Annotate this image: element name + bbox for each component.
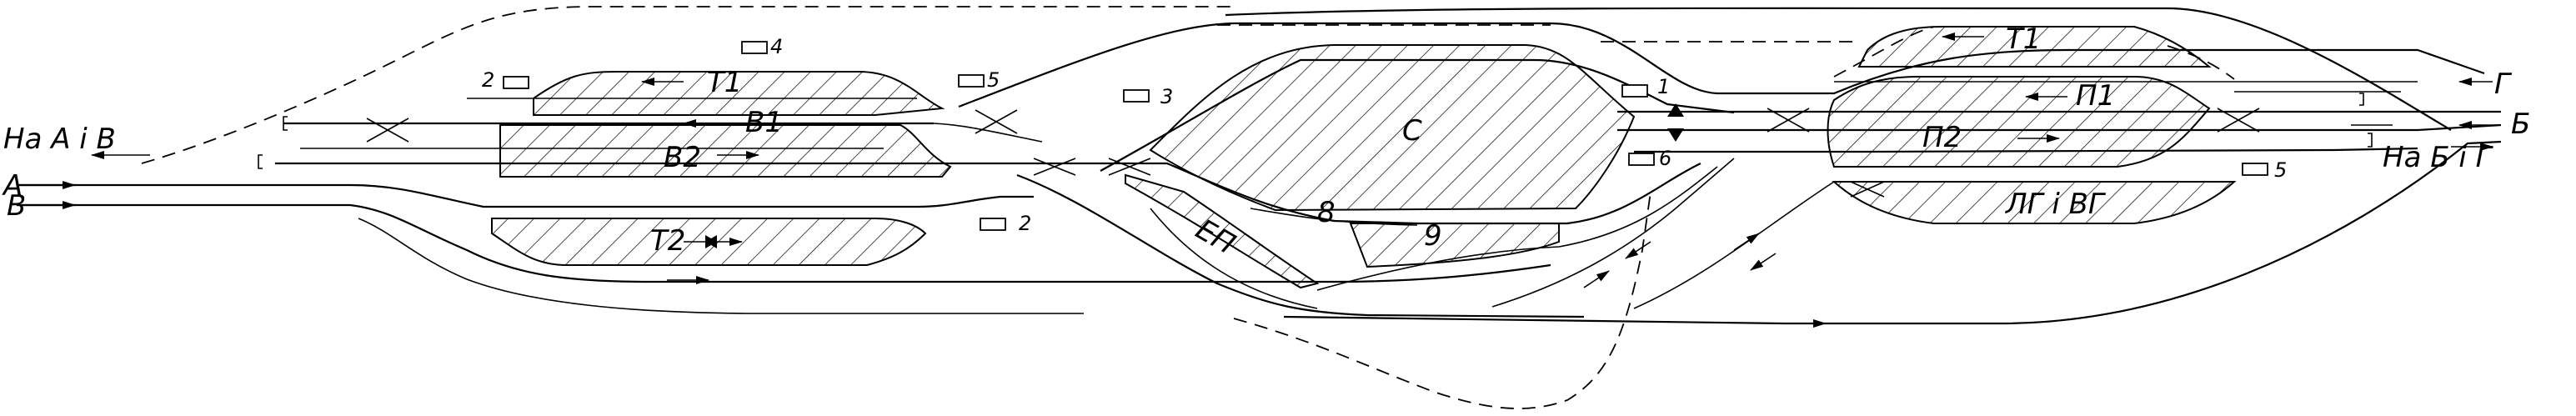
park-p2: П2: [1922, 121, 1962, 154]
park-t2: Т2: [650, 224, 685, 258]
yard-p1-p2: [1827, 76, 2211, 168]
label-in-g: Г: [2494, 68, 2513, 101]
direction-arrows: [17, 33, 2501, 328]
tracks: [17, 6, 2502, 409]
park-lg-vg: ЛГ і ВГ: [2004, 188, 2107, 221]
label-in-v: В: [7, 189, 26, 223]
park-v1: В1: [745, 106, 783, 139]
post-label: 5: [987, 68, 1000, 92]
label-to-a-and-v: На А і В: [3, 123, 116, 156]
post-label: 1: [1657, 75, 1670, 98]
post-label: 6: [1659, 147, 1671, 170]
label-in-b: Б: [2511, 108, 2530, 141]
park-t1-left: Т1: [707, 66, 742, 99]
yard-t1-left: [533, 71, 945, 116]
park-9: 9: [1424, 219, 1442, 253]
label-to-b-and-g: На Б і Г: [2383, 141, 2494, 174]
buffer-stops: [258, 93, 2373, 169]
park-8: 8: [1317, 196, 1336, 229]
yard-ep: [1125, 173, 1320, 289]
park-t1-right: Т1: [2006, 23, 2041, 56]
control-post-boxes: [503, 41, 2268, 231]
post-label: 3: [1160, 85, 1173, 108]
park-v2: В2: [664, 141, 701, 174]
yard-lg-vg: [1832, 181, 2237, 224]
park-p1: П1: [2076, 79, 2115, 113]
post-label: 4: [770, 35, 783, 58]
yard-9: [1349, 223, 1560, 268]
label-in-a: А: [2, 169, 23, 203]
post-label: 2: [482, 68, 494, 92]
yard-s: [1149, 44, 1636, 212]
post-label: 2: [1019, 212, 1031, 235]
switch-ticks: [366, 108, 2260, 198]
yard-v1-v2: [499, 124, 952, 178]
post-label: 5: [2274, 158, 2287, 182]
park-s: С: [1402, 114, 1422, 148]
